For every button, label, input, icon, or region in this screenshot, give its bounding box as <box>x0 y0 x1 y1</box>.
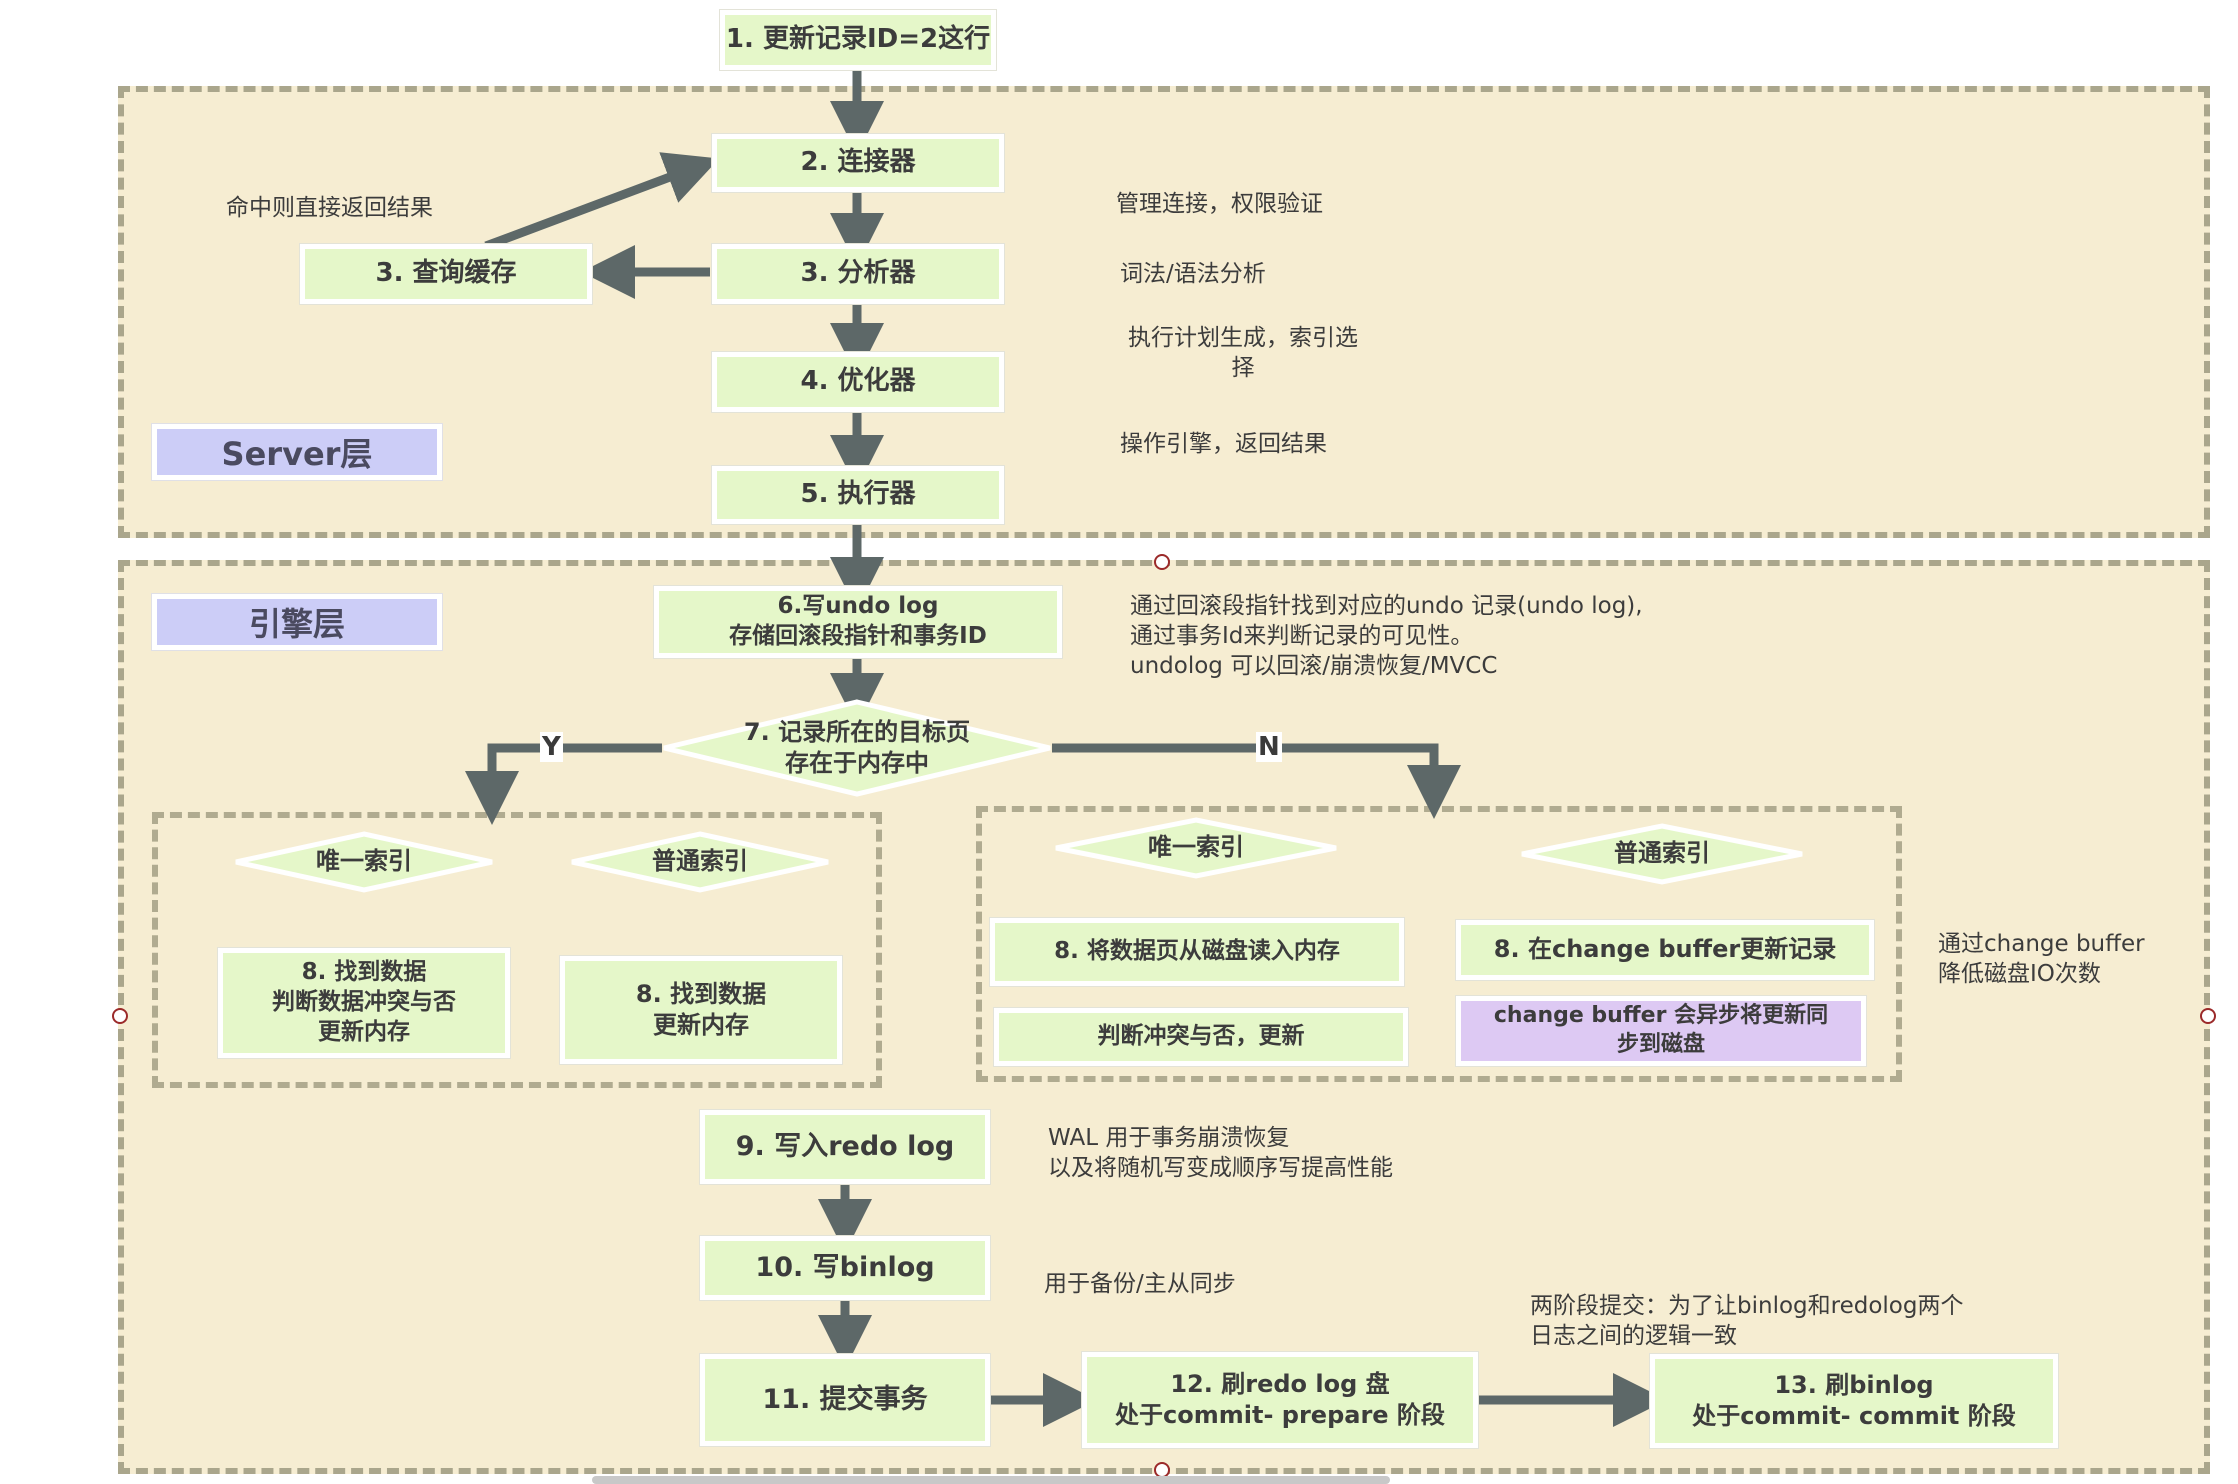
diamond-normal-left <box>571 831 829 893</box>
diamonds <box>235 699 1803 893</box>
note-connector: 管理连接，权限验证 <box>1116 191 1323 217</box>
node-write-binlog[interactable]: 10. 写binlog <box>700 1236 990 1300</box>
node-write-redo-log[interactable]: 9. 写入redo log <box>700 1110 990 1184</box>
node-executor[interactable]: 5. 执行器 <box>712 466 1004 524</box>
node-flush-redo-log[interactable]: 12. 刷redo log 盘 处于commit- prepare 阶段 <box>1082 1352 1478 1448</box>
node-change-buffer-update[interactable]: 8. 在change buffer更新记录 <box>1456 920 1874 980</box>
note-binlog: 用于备份/主从同步 <box>1044 1271 1236 1297</box>
note-executor: 操作引擎，返回结果 <box>1120 431 1327 457</box>
node-query-cache[interactable]: 3. 查询缓存 <box>300 244 592 304</box>
diamond-unique-left <box>235 831 493 893</box>
branch-no-label: N <box>1256 732 1282 762</box>
node-update-request[interactable]: 1. 更新记录ID=2这行 <box>720 10 996 70</box>
node-find-data-update[interactable]: 8. 找到数据 更新内存 <box>560 956 842 1064</box>
note-analyzer: 词法/语法分析 <box>1120 261 1266 287</box>
note-two-phase-commit: 两阶段提交：为了让binlog和redolog两个 日志之间的逻辑一致 <box>1530 1293 1964 1349</box>
server-layer-tag: Server层 <box>152 424 442 480</box>
node-commit-transaction[interactable]: 11. 提交事务 <box>700 1354 990 1446</box>
unique-index-left-label: 唯一索引 <box>316 847 412 876</box>
diamond-normal-right <box>1521 823 1803 885</box>
normal-index-right-label: 普通索引 <box>1614 839 1710 868</box>
node-find-data-check-conflict[interactable]: 8. 找到数据 判断数据冲突与否 更新内存 <box>218 948 510 1058</box>
normal-index-left-label: 普通索引 <box>652 847 748 876</box>
note-change-buffer: 通过change buffer 降低磁盘IO次数 <box>1938 931 2145 987</box>
note-undo-log: 通过回滚段指针找到对应的undo 记录(undo log), 通过事务Id来判断… <box>1130 593 1643 679</box>
server-layer-region <box>118 86 2210 538</box>
node-change-buffer-async-sync[interactable]: change buffer 会异步将更新同 步到磁盘 <box>1456 996 1866 1066</box>
node-flush-binlog[interactable]: 13. 刷binlog 处于commit- commit 阶段 <box>1650 1354 2058 1448</box>
engine-layer-tag: 引擎层 <box>152 594 442 650</box>
node-write-undo-log[interactable]: 6.写undo log 存储回滚段指针和事务ID <box>654 586 1062 658</box>
scrollbar-hint <box>592 1476 1390 1484</box>
note-cache-hit: 命中则直接返回结果 <box>226 195 433 221</box>
arrow-yes-branch <box>465 743 662 825</box>
note-optimizer: 执行计划生成，索引选 择 <box>1128 325 1358 381</box>
decision-diamond-7 <box>663 699 1051 797</box>
arrow-no-branch <box>1052 743 1461 819</box>
note-redo-log: WAL 用于事务崩溃恢复 以及将随机写变成顺序写提高性能 <box>1048 1125 1393 1181</box>
branch-yes-label: Y <box>540 732 563 762</box>
decision-in-memory-label: 7. 记录所在的目标页 存在于内存中 <box>743 717 971 777</box>
diamond-unique-right <box>1055 817 1337 879</box>
node-check-conflict-update[interactable]: 判断冲突与否，更新 <box>994 1008 1408 1066</box>
resize-handles <box>112 554 2216 1478</box>
node-read-page-from-disk[interactable]: 8. 将数据页从磁盘读入内存 <box>990 918 1404 986</box>
node-optimizer[interactable]: 4. 优化器 <box>712 352 1004 412</box>
node-connector[interactable]: 2. 连接器 <box>712 134 1004 192</box>
unique-index-right-label: 唯一索引 <box>1148 833 1244 862</box>
node-analyzer[interactable]: 3. 分析器 <box>712 244 1004 304</box>
arrow-cache-connector <box>484 152 720 251</box>
arrows <box>465 68 1667 1427</box>
